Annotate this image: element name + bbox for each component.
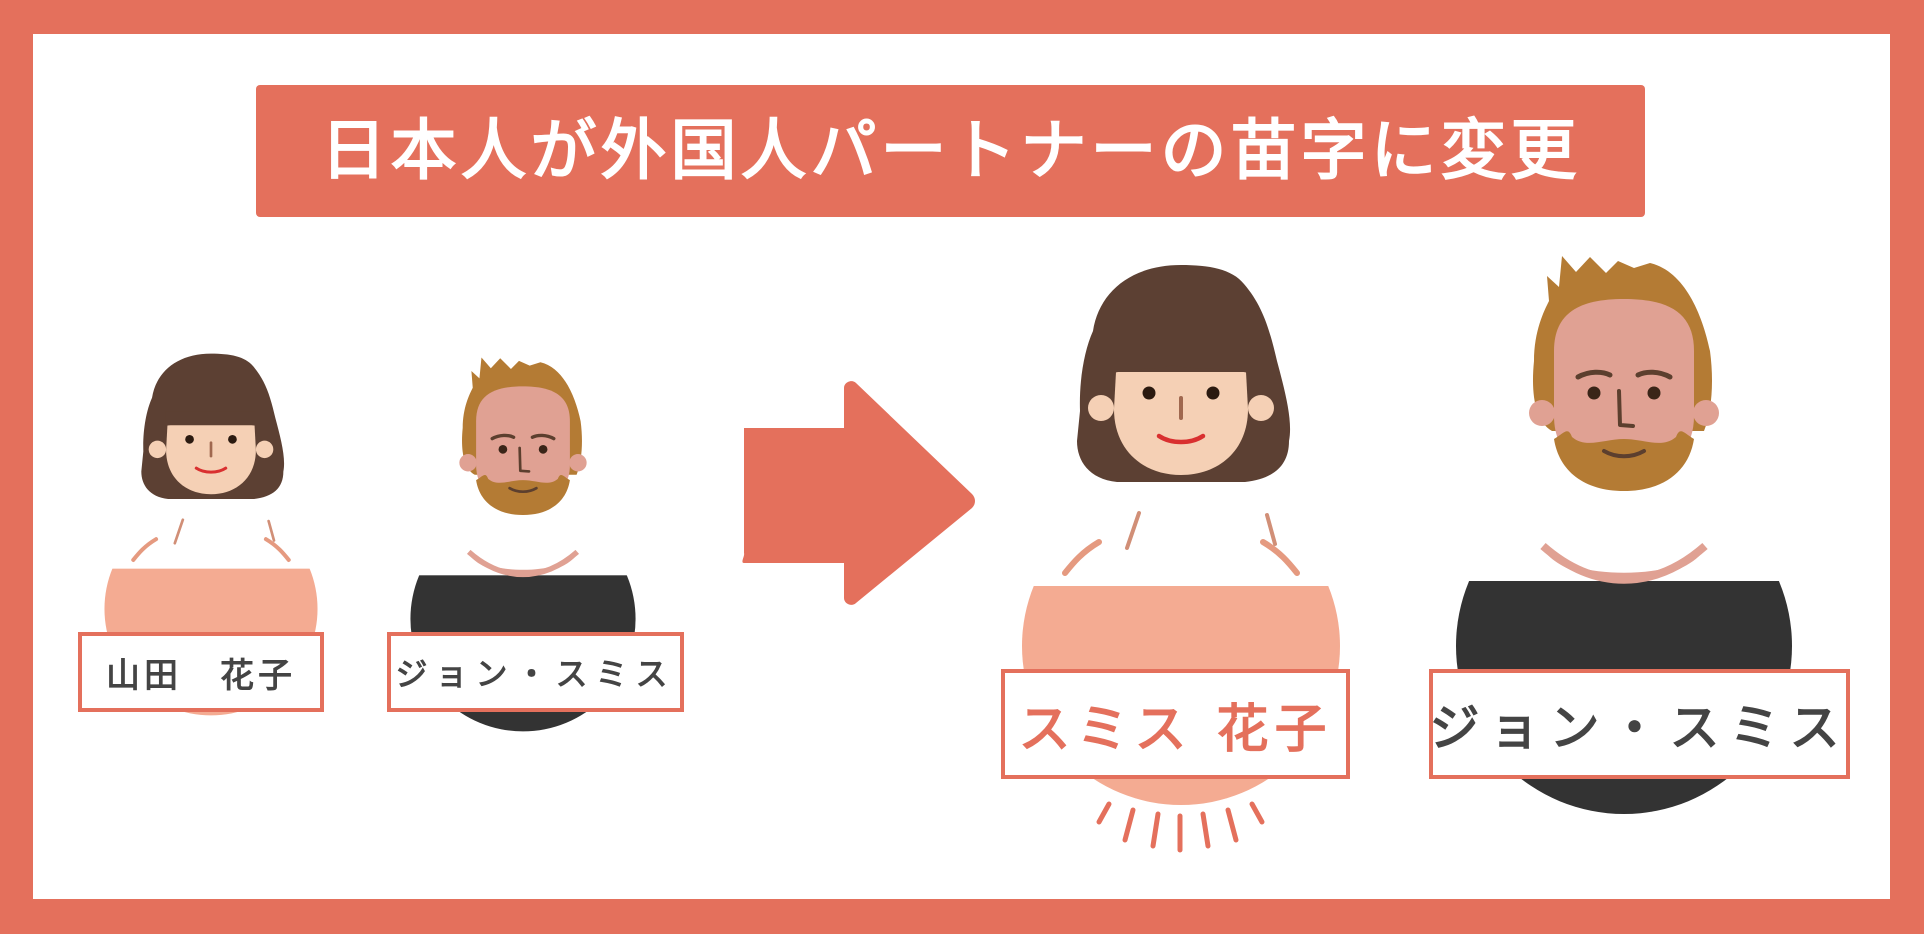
foreign-partner-name-before: ジョン・スミス — [387, 632, 684, 712]
title-banner: 日本人が外国人パートナーの苗字に変更 — [256, 85, 1645, 217]
japanese-partner-name-before: 山田 花子 — [78, 632, 324, 712]
sparkle-lines-icon — [1096, 801, 1265, 853]
page-title: 日本人が外国人パートナーの苗字に変更 — [320, 112, 1581, 189]
right-arrow-icon — [742, 381, 975, 605]
japanese-partner-name-after: スミス 花子 — [1001, 669, 1350, 779]
foreign-partner-name-after: ジョン・スミス — [1429, 669, 1850, 779]
